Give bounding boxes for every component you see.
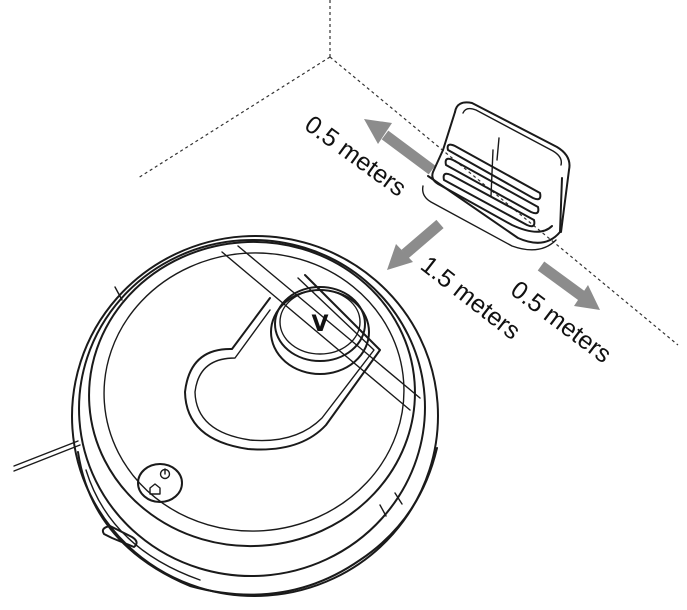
home-icon [149,483,161,495]
side-brush [13,444,81,472]
left-clearance-arrow [364,119,436,175]
control-buttons [137,463,183,503]
brand-logo: V [311,312,328,337]
front-clearance-arrow [387,219,444,270]
room-corner [137,0,679,346]
right-clearance-arrow [537,261,600,310]
power-icon [159,468,171,480]
left-clearance-label: 0.5 meters [299,110,411,202]
clearance-arrows [364,119,600,310]
charging-dock [421,101,571,251]
front-sensor [101,525,138,548]
robot-vacuum: V [13,234,439,598]
